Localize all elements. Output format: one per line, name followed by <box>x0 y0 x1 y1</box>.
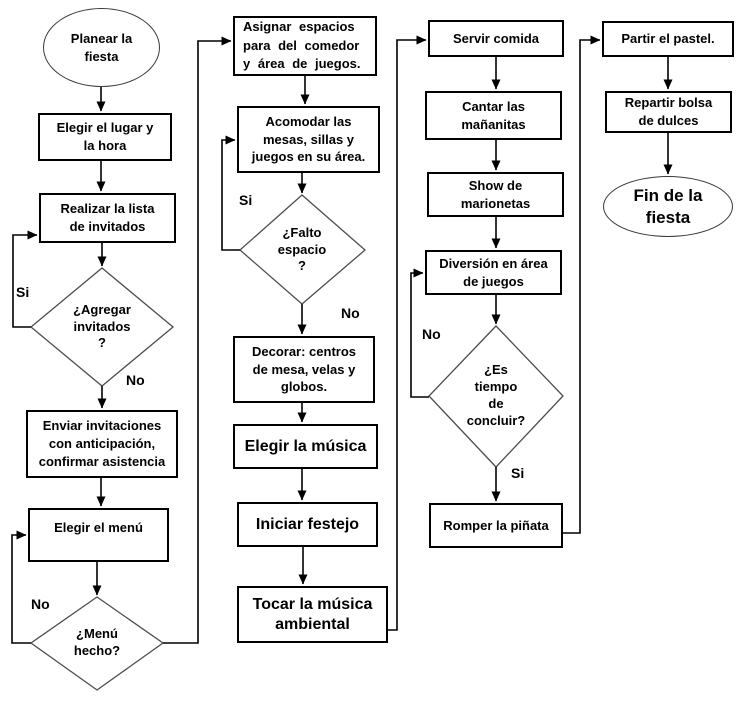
node-start-party: Iniciar festejo <box>237 502 378 547</box>
branch-label-si-time-to-end: Si <box>511 465 525 481</box>
node-arrange-area: Acomodar las mesas, sillas y juegos en s… <box>237 106 380 173</box>
node-menu-done-question: ¿Menú hecho? <box>73 626 121 658</box>
node-assign-spaces: Asignar espacios para del comedor y área… <box>233 16 377 76</box>
node-choose-place: Elegir el lugar y la hora <box>38 113 172 161</box>
node-candy-bags: Repartir bolsa de dulces <box>605 91 732 133</box>
node-sing-birthday: Cantar las mañanitas <box>425 91 562 140</box>
node-add-guests-question: ¿Agregar invitados ? <box>73 301 131 351</box>
node-space-short-question: ¿Falto espacio ? <box>277 224 327 274</box>
node-pinata: Romper la piñata <box>429 503 563 548</box>
node-puppet-show: Show de marionetas <box>427 172 564 217</box>
node-time-to-end-question: ¿Es tiempo de concluir? <box>466 362 526 428</box>
node-choose-menu: Elegir el menú <box>28 508 169 562</box>
edge-spaceq-si-loop <box>221 135 240 251</box>
edge-pinata-to-cake <box>563 35 601 534</box>
node-start: Planear la fiesta <box>43 8 160 87</box>
node-games-fun: Diversión en área de juegos <box>425 250 562 295</box>
node-cut-cake: Partir el pastel. <box>602 21 734 57</box>
branch-label-no-menu-done: No <box>31 596 50 612</box>
edge-timeq-no-loop <box>410 268 429 398</box>
node-choose-music: Elegir la música <box>233 424 378 469</box>
branch-label-si-space-short: Si <box>239 192 253 208</box>
node-decorate: Decorar: centros de mesa, velas y globos… <box>233 336 375 403</box>
diamond-menu-done <box>29 596 165 691</box>
edge-addq-si-loop <box>12 230 38 328</box>
edge-ambient-to-food <box>388 35 427 631</box>
node-end: Fin de la fiesta <box>603 176 733 237</box>
edge-menuq-to-assign <box>163 36 232 644</box>
node-play-music: Tocar la música ambiental <box>237 586 388 643</box>
branch-label-no-time-to-end: No <box>422 326 441 342</box>
branch-label-no-add-guests: No <box>126 372 145 388</box>
edge-menuq-no-loop <box>11 530 31 644</box>
node-guest-list: Realizar la lista de invitados <box>39 193 176 243</box>
node-send-invites: Enviar invitaciones con anticipación, co… <box>26 410 178 478</box>
node-serve-food: Servir comida <box>428 20 564 57</box>
branch-label-si-add-guests: Si <box>16 284 30 300</box>
branch-label-no-space-short: No <box>341 305 360 321</box>
